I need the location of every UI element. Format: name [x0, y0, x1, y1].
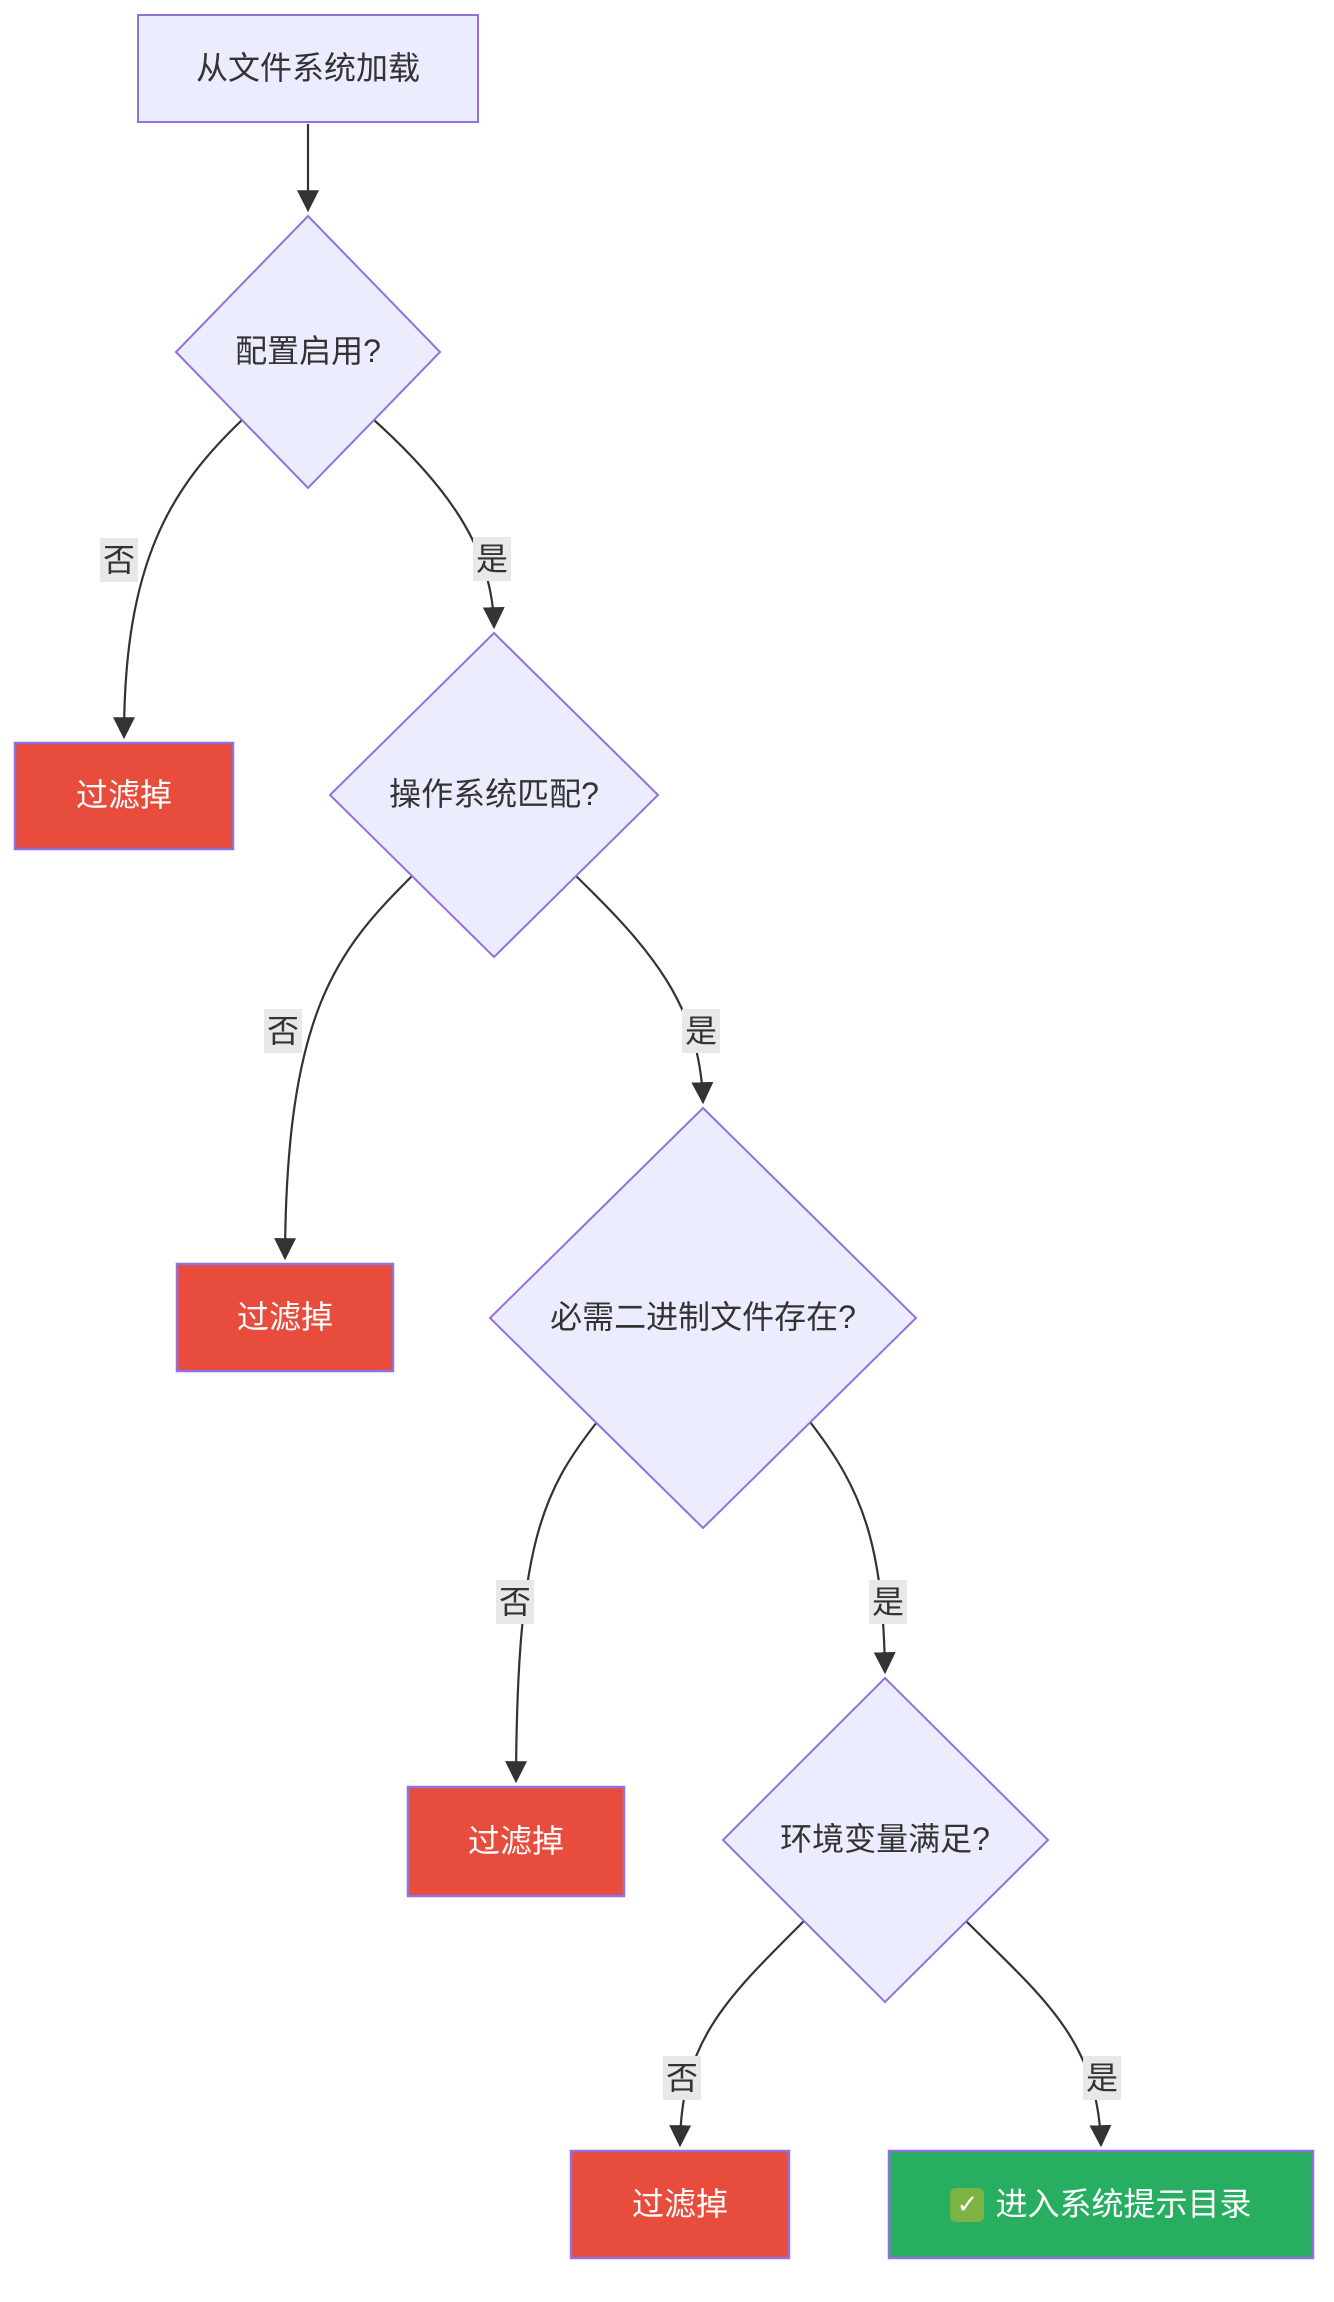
decision-env-satisfied-shape — [721, 1676, 1050, 2004]
node-reject-1-label: 过滤掉 — [75, 777, 172, 814]
decision-binary-exists-shape — [488, 1106, 918, 1530]
edge-label-binary-exists-no: 否 — [495, 1580, 535, 1624]
edge-os-match-yes — [575, 875, 714, 1105]
edge-env-satisfied-yes — [965, 1920, 1112, 2148]
edge-label-os-match-yes: 是 — [681, 1009, 721, 1053]
edge-env-satisfied-no — [669, 1920, 805, 2148]
edge-label-os-match-no: 否 — [263, 1009, 303, 1053]
edge-label-binary-exists-yes: 是 — [868, 1580, 908, 1624]
node-reject-3-shape — [406, 1785, 626, 1898]
edge-os-match-no — [274, 875, 413, 1261]
node-start-label: 从文件系统加载 — [195, 49, 420, 86]
decision-env-satisfied-label: 环境变量满足? — [780, 1821, 990, 1858]
edge-label-config-enabled-yes: 是 — [472, 537, 512, 581]
decision-os-match-shape — [328, 631, 660, 959]
node-accept-text: 进入系统提示目录 — [995, 2185, 1252, 2222]
node-reject-2-label: 过滤掉 — [236, 1298, 333, 1335]
node-start-shape — [137, 14, 479, 123]
decision-os-match-label: 操作系统匹配? — [389, 776, 599, 813]
decision-config-enabled-shape — [174, 214, 442, 490]
edge-label-config-enabled-no: 否 — [99, 538, 139, 582]
node-accept-label: ✓ 进入系统提示目录 — [889, 2151, 1313, 2258]
node-reject-4-label: 过滤掉 — [631, 2185, 728, 2222]
check-mark-emoji-icon: ✓ — [950, 2187, 985, 2222]
node-reject-2-shape — [175, 1262, 395, 1373]
node-reject-4-shape — [569, 2149, 791, 2260]
edge-config-enabled-no — [113, 419, 243, 740]
edge-binary-exists-no — [505, 1421, 598, 1784]
node-reject-3-label: 过滤掉 — [467, 1822, 564, 1859]
edge-config-enabled-yes — [373, 419, 505, 630]
edge-label-env-satisfied-yes: 是 — [1082, 2056, 1122, 2100]
edge-label-env-satisfied-no: 否 — [662, 2056, 702, 2100]
decision-config-enabled-label: 配置启用? — [235, 333, 381, 370]
decision-binary-exists-label: 必需二进制文件存在? — [550, 1299, 856, 1336]
node-reject-1-shape — [13, 741, 235, 851]
edge-binary-exists-yes — [809, 1421, 896, 1675]
